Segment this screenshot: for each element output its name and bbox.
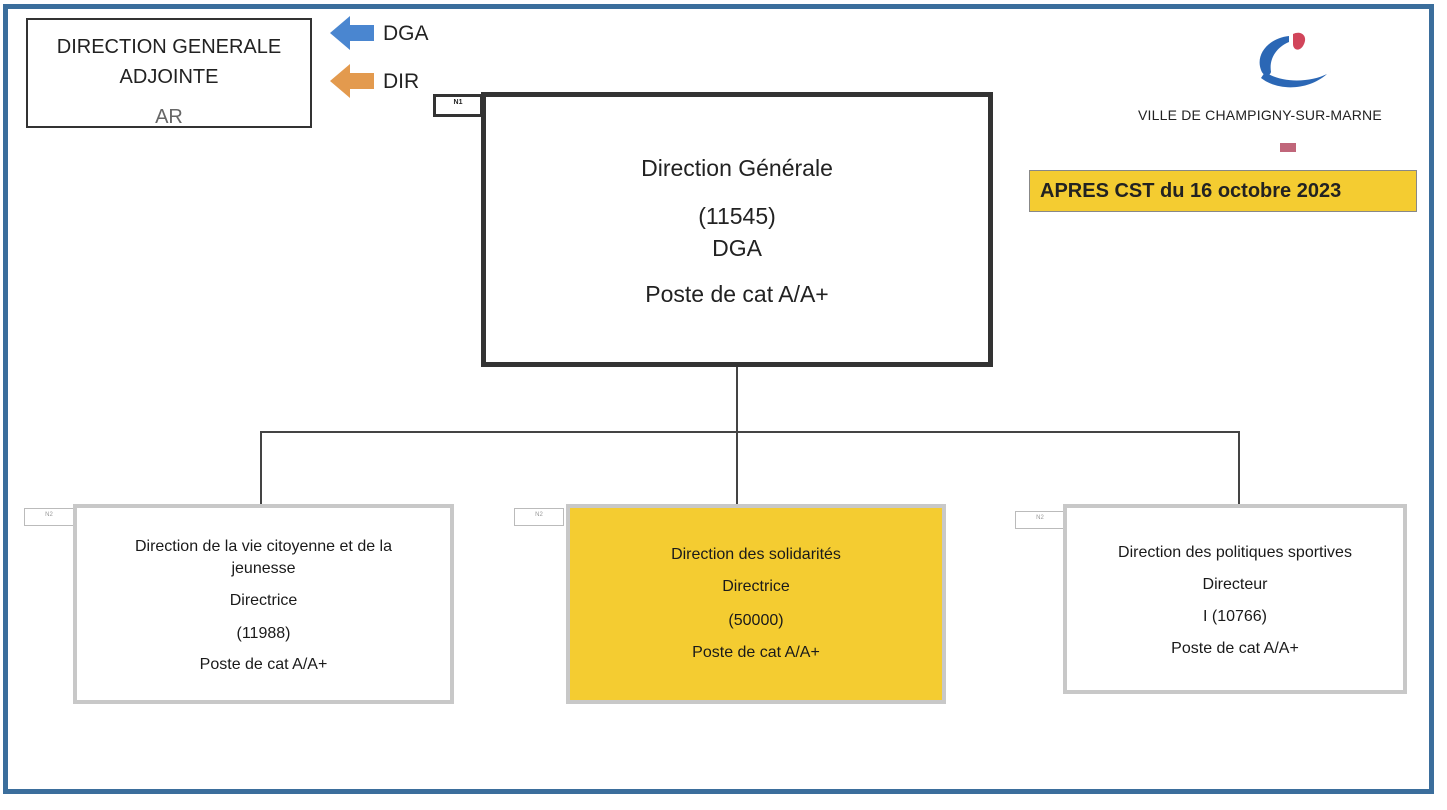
dir-arrow-icon: [330, 64, 374, 98]
child-1-role: Directrice: [229, 592, 298, 609]
root-title: Direction Générale: [641, 155, 833, 181]
connector-child-1: [260, 431, 262, 504]
child-3-code: I (10766): [1202, 608, 1268, 625]
legend-dir-label: DIR: [383, 70, 420, 93]
legend-dga-label: DGA: [383, 22, 429, 45]
child-node-solidarity: Direction des solidarités Directrice (50…: [566, 504, 946, 704]
root-role: DGA: [712, 235, 762, 261]
root-node: Direction Générale (11545) DGA Poste de …: [481, 92, 993, 367]
legend-title-line1: DIRECTION GENERALE: [56, 36, 282, 58]
child-3-role: Directeur: [1202, 576, 1268, 593]
legend-box: DIRECTION GENERALE ADJOINTE AR: [26, 18, 312, 128]
child-2-category: Poste de cat A/A+: [692, 644, 820, 661]
child-1-category: Poste de cat A/A+: [199, 656, 328, 673]
child-node-sports: Direction des politiques sportives Direc…: [1063, 504, 1407, 694]
node-tag-n1: N1: [433, 94, 483, 117]
status-badge: APRES CST du 16 octobre 2023: [1029, 170, 1417, 212]
connector-root-down: [736, 367, 738, 504]
child-2-role: Directrice: [722, 578, 790, 595]
child-1-title-line1: Direction de la vie citoyenne et de la: [134, 538, 393, 555]
child-2-code: (50000): [728, 612, 784, 629]
node-tag-n2-2: N2: [514, 508, 564, 526]
city-mark: [1280, 143, 1296, 152]
connector-child-3: [1238, 431, 1240, 504]
root-category: Poste de cat A/A+: [645, 281, 829, 307]
child-node-citizen-youth: Direction de la vie citoyenne et de la j…: [73, 504, 454, 704]
root-code: (11545): [698, 203, 776, 229]
page-frame: [3, 4, 1434, 794]
legend-title-line2: ADJOINTE: [119, 66, 219, 88]
child-1-code: (11988): [236, 625, 291, 642]
child-3-title: Direction des politiques sportives: [1118, 544, 1352, 561]
child-2-title: Direction des solidarités: [671, 546, 841, 563]
connector-horizontal: [260, 431, 1239, 433]
node-tag-n2-3: N2: [1015, 511, 1065, 529]
city-name: VILLE DE CHAMPIGNY-SUR-MARNE: [1138, 107, 1382, 123]
child-1-title-line2: jeunesse: [231, 560, 296, 577]
legend-subtitle: AR: [155, 106, 183, 128]
city-logo-icon: [1259, 32, 1327, 88]
dga-arrow-icon: [330, 16, 374, 50]
child-3-category: Poste de cat A/A+: [1171, 640, 1299, 657]
node-tag-n2-1: N2: [24, 508, 74, 526]
